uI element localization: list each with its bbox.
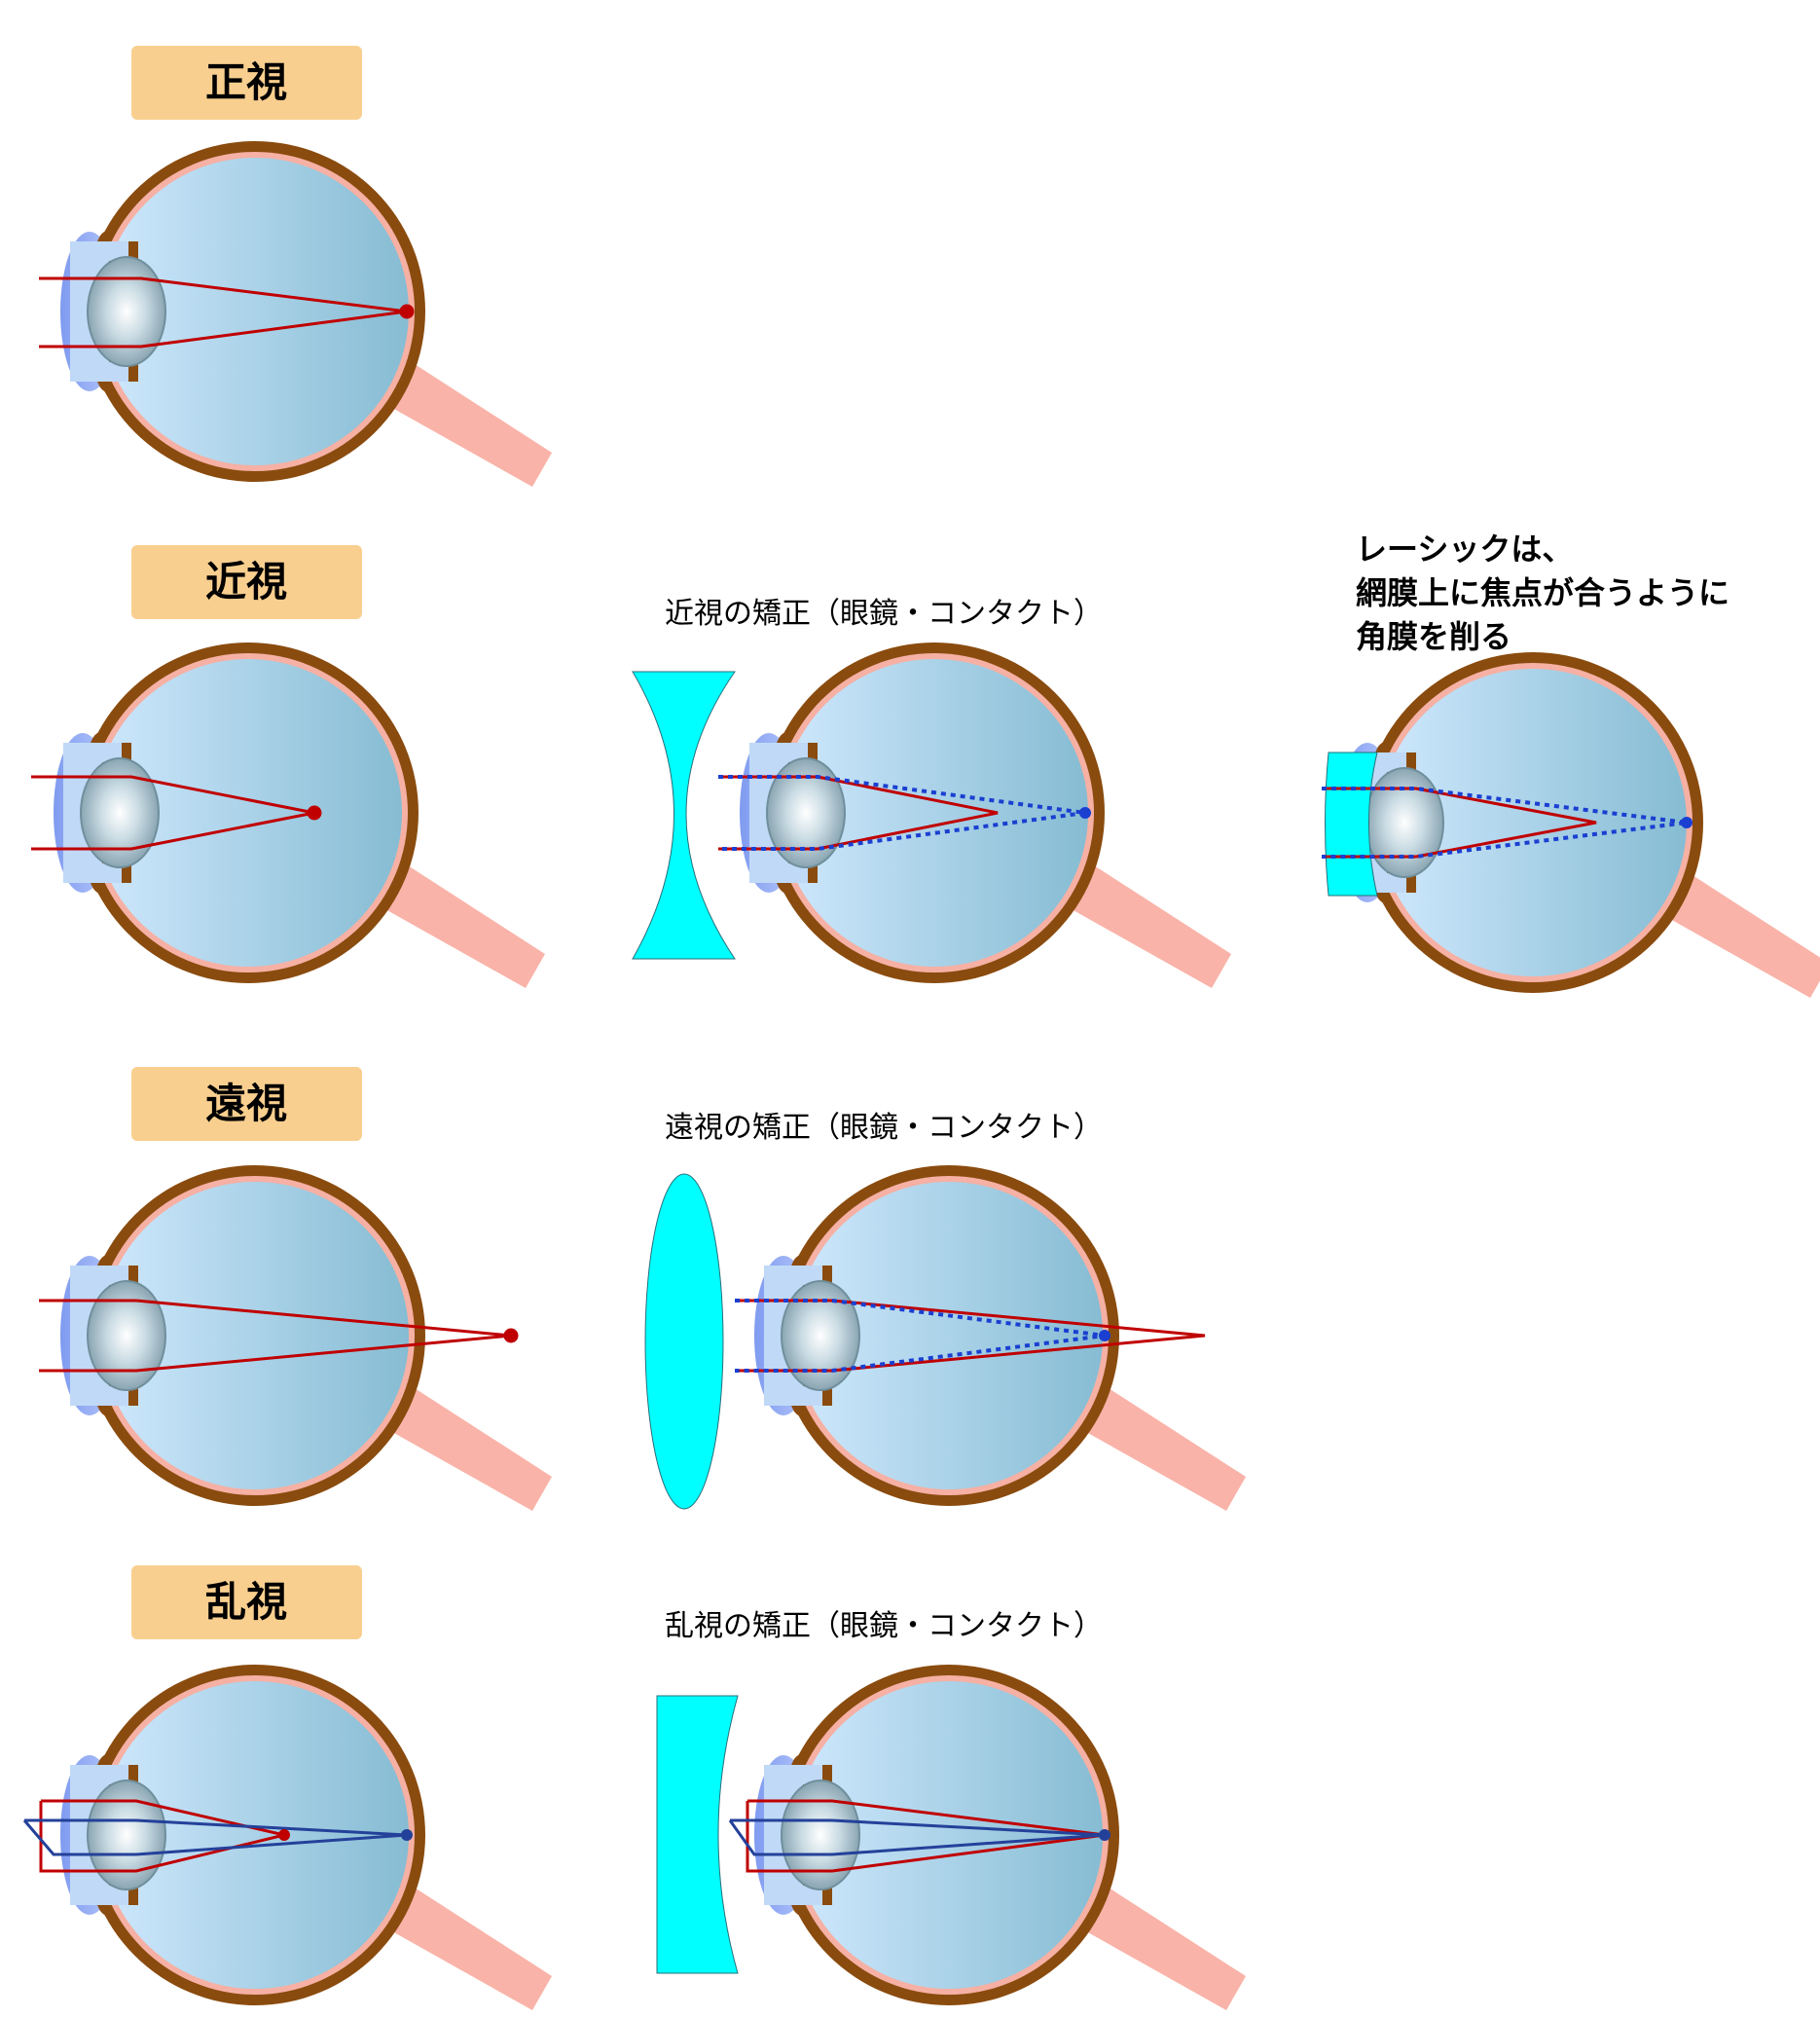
row-myopia: 近視 近視の矯正（眼鏡・コンタクト） レーシックは、 網膜上に焦点が合うように … [31, 531, 1820, 998]
eye-normal [60, 141, 552, 487]
label-box-normal: 正視 [131, 46, 362, 120]
label-box-astigmatism: 乱視 [131, 1565, 362, 1639]
row-hyperopia: 遠視 遠視の矯正（眼鏡・コンタクト） [39, 1067, 1246, 1511]
rays-astigmatism-corrected [728, 1799, 1110, 1873]
convex-lens [644, 1173, 724, 1510]
lasik-note-line-1: レーシックは、 [1356, 531, 1573, 568]
concave-lens [632, 671, 736, 960]
rays-hyperopia-corrected [735, 1299, 1206, 1373]
reshaped-cornea [1325, 752, 1378, 897]
label-box-myopia: 近視 [131, 545, 362, 619]
eye-astigmatism-corrected [754, 1665, 1246, 2010]
row-normal: 正視 [39, 46, 552, 487]
label-normal: 正視 [205, 58, 287, 106]
label-astigmatism: 乱視 [205, 1578, 287, 1626]
caption-myopia-correction: 近視の矯正（眼鏡・コンタクト） [665, 597, 1103, 631]
rays-lasik [1322, 787, 1693, 859]
caption-hyperopia-correction: 遠視の矯正（眼鏡・コンタクト） [665, 1111, 1103, 1145]
eye-astigmatism [60, 1665, 552, 2010]
label-hyperopia: 遠視 [205, 1080, 287, 1127]
lasik-note: レーシックは、 網膜上に焦点が合うように 角膜を削る [1356, 531, 1729, 655]
label-box-hyperopia: 遠視 [131, 1067, 362, 1141]
lasik-note-line-3: 角膜を削る [1356, 618, 1511, 655]
caption-astigmatism-correction: 乱視の矯正（眼鏡・コンタクト） [665, 1609, 1103, 1643]
label-myopia: 近視 [205, 558, 287, 605]
rays-hyperopia [39, 1299, 519, 1373]
lasik-note-line-2: 網膜上に焦点が合うように [1356, 574, 1729, 611]
cylindrical-lens [656, 1695, 739, 1974]
rays-astigmatism [22, 1799, 413, 1873]
rays-myopia-corrected [718, 775, 1091, 851]
rays-normal [39, 276, 415, 349]
rays-myopia [31, 775, 322, 851]
row-astigmatism: 乱視 乱視の矯正（眼鏡・コンタクト） [22, 1565, 1246, 2010]
